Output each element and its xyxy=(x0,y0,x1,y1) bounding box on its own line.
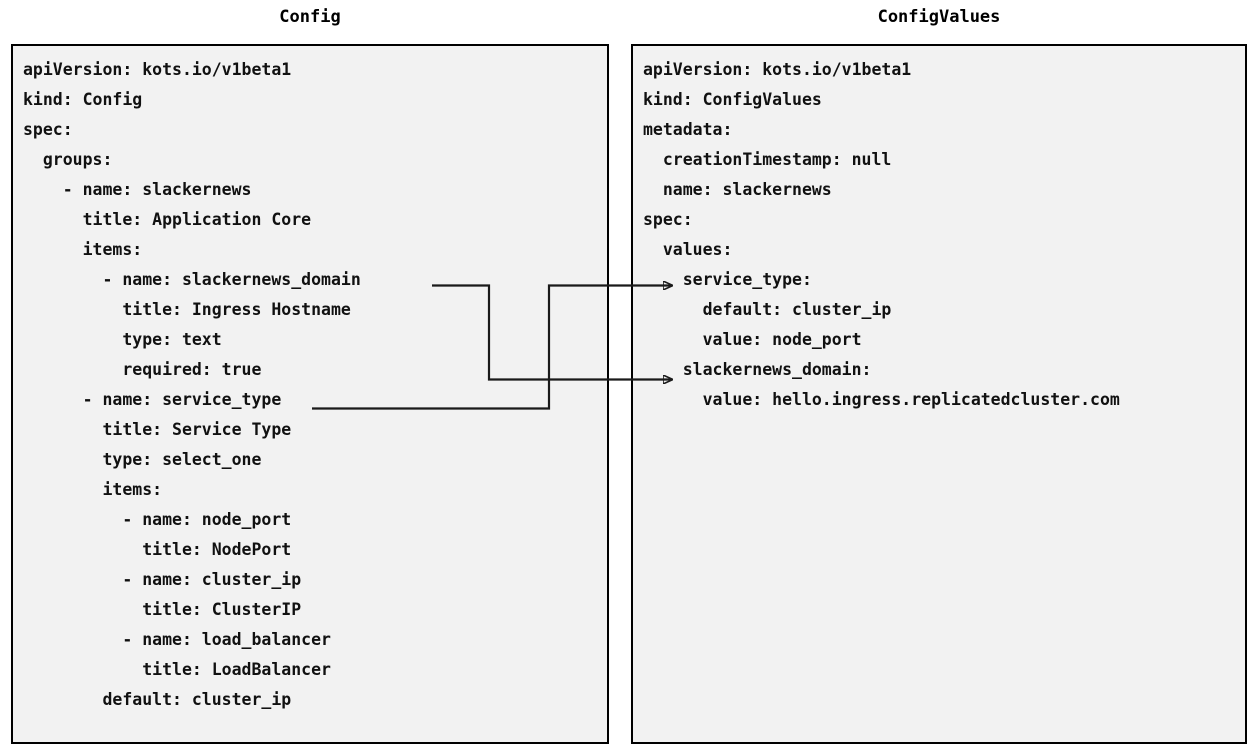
config-values-panel-title: ConfigValues xyxy=(877,7,1001,27)
code-line: service_type: xyxy=(643,270,812,289)
code-line: items: xyxy=(23,240,143,259)
code-line: slackernews_domain: xyxy=(643,360,872,379)
code-line: apiVersion: kots.io/v1beta1 xyxy=(23,60,292,79)
code-line: title: Application Core xyxy=(23,210,312,229)
config-values-yaml-panel: apiVersion: kots.io/v1beta1 kind: ConfigV… xyxy=(631,44,1247,744)
code-line: kind: ConfigValues xyxy=(643,90,822,109)
code-line: type: select_one xyxy=(23,450,262,469)
code-line: - name: service_type xyxy=(23,390,282,409)
code-line: required: true xyxy=(23,360,262,379)
code-line: values: xyxy=(643,240,733,259)
code-line: - name: node_port xyxy=(23,510,292,529)
code-line: - name: cluster_ip xyxy=(23,570,302,589)
code-line: type: text xyxy=(23,330,222,349)
config-yaml-code: apiVersion: kots.io/v1beta1 kind: Config s… xyxy=(23,55,607,715)
code-line: title: Ingress Hostname xyxy=(23,300,351,319)
config-values-yaml-code: apiVersion: kots.io/v1beta1 kind: ConfigV… xyxy=(643,55,1245,415)
code-line: name: slackernews xyxy=(643,180,832,199)
code-line: title: ClusterIP xyxy=(23,600,302,619)
code-line: value: node_port xyxy=(643,330,862,349)
code-line: kind: Config xyxy=(23,90,143,109)
config-yaml-panel: apiVersion: kots.io/v1beta1 kind: Config s… xyxy=(11,44,609,744)
code-line: - name: slackernews_domain xyxy=(23,270,361,289)
code-line: - name: load_balancer xyxy=(23,630,331,649)
code-line: title: Service Type xyxy=(23,420,292,439)
code-line: title: NodePort xyxy=(23,540,292,559)
code-line: spec: xyxy=(643,210,693,229)
config-panel-title: Config xyxy=(279,7,341,27)
code-line: apiVersion: kots.io/v1beta1 xyxy=(643,60,912,79)
code-line: title: LoadBalancer xyxy=(23,660,331,679)
code-line: value: hello.ingress.replicatedcluster.c… xyxy=(643,390,1120,409)
code-line: groups: xyxy=(23,150,113,169)
code-line: items: xyxy=(23,480,163,499)
code-line: spec: xyxy=(23,120,73,139)
code-line: creationTimestamp: null xyxy=(643,150,892,169)
code-line: default: cluster_ip xyxy=(23,690,292,709)
code-line: metadata: xyxy=(643,120,733,139)
code-line: - name: slackernews xyxy=(23,180,252,199)
code-line: default: cluster_ip xyxy=(643,300,892,319)
